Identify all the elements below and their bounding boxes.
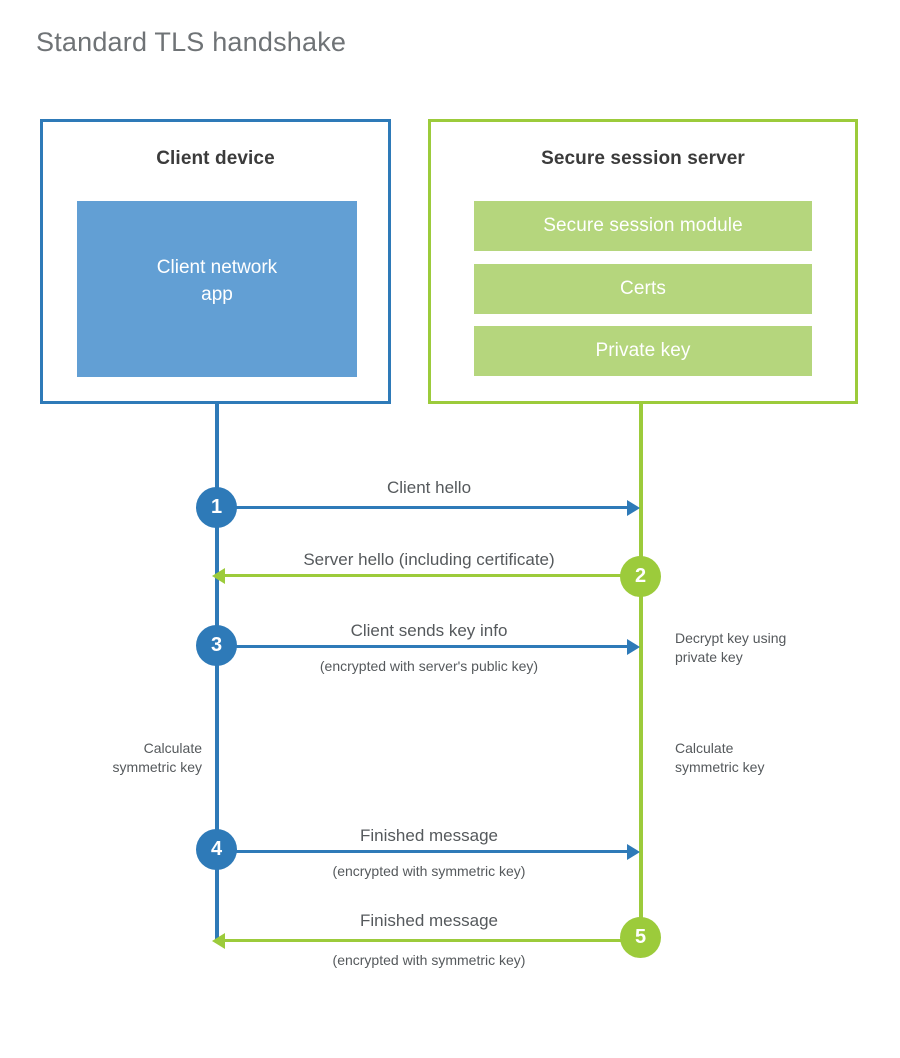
annotation-decrypt-key: Decrypt key using private key [675,630,787,665]
client-device-box: Client device Client network app [40,119,391,404]
step-3-sublabel: (encrypted with server's public key) [319,658,539,674]
server-component-private-key: Private key [474,326,812,376]
step-1-label: Client hello [386,478,472,497]
step-5-label: Finished message [360,911,498,930]
step-marker-5[interactable]: 5 [620,917,661,958]
step-4-arrow-line [217,850,629,853]
step-4-sublabel: (encrypted with symmetric key) [332,863,526,879]
page-title: Standard TLS handshake [36,27,347,57]
step-4-arrowhead-icon [627,844,640,860]
server-component-certs: Certs [474,264,812,314]
secure-session-server-title: Secure session server [541,148,745,169]
step-3-label: Client sends key info [350,621,508,640]
step-3-arrow-line [217,645,629,648]
step-3-arrowhead-icon [627,639,640,655]
step-2-arrowhead-icon [212,568,225,584]
step-2-label: Server hello (including certificate) [303,550,555,569]
step-1-arrowhead-icon [627,500,640,516]
client-network-app-block: Client network app [77,201,357,377]
client-device-title: Client device [156,148,275,169]
step-2-arrow-line [224,574,641,577]
step-marker-3[interactable]: 3 [196,625,237,666]
step-marker-4[interactable]: 4 [196,829,237,870]
client-lifeline [215,403,219,943]
step-5-arrowhead-icon [212,933,225,949]
server-lifeline [639,403,643,941]
step-marker-2[interactable]: 2 [620,556,661,597]
step-5-arrow-line [224,939,641,942]
annotation-server-calculate-symmetric-key: Calculate symmetric key [675,740,765,775]
server-component-secure-session-module: Secure session module [474,201,812,251]
step-marker-1[interactable]: 1 [196,487,237,528]
step-5-sublabel: (encrypted with symmetric key) [332,952,526,968]
step-1-arrow-line [217,506,629,509]
secure-session-server-box: Secure session server Secure session mod… [428,119,858,404]
client-network-app-label: Client network app [156,257,278,305]
annotation-client-calculate-symmetric-key: Calculate symmetric key [112,740,202,775]
step-4-label: Finished message [360,826,498,845]
